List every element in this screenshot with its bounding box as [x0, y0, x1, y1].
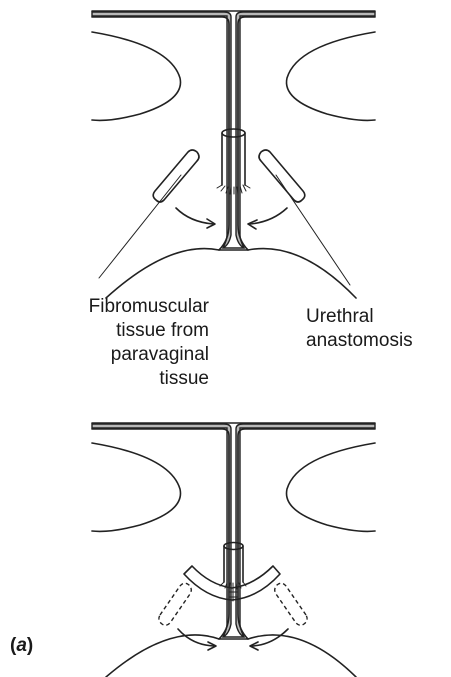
bottom-right-foramen — [287, 443, 376, 531]
bottom-left-dashed-flap — [159, 583, 191, 625]
top-urethra — [217, 129, 250, 194]
bottom-left-foramen — [92, 443, 181, 531]
right-label-line-1: Urethral — [306, 306, 374, 327]
top-right-flap — [259, 150, 305, 202]
top-left-foramen — [92, 32, 181, 120]
top-right-foramen — [287, 32, 376, 120]
bottom-pelvic-arch — [106, 635, 356, 677]
left-label: Fibromuscular tissue from paravaginal ti… — [89, 296, 210, 389]
top-band-lower-right — [238, 17, 375, 250]
top-pelvic-arch — [106, 249, 356, 298]
left-label-line-3: paravaginal — [111, 344, 209, 365]
left-label-line-1: Fibromuscular — [89, 296, 210, 317]
top-diagram — [92, 11, 375, 298]
top-left-flap — [153, 150, 199, 202]
right-leader-line — [276, 175, 350, 285]
top-symphysis-band — [92, 12, 375, 248]
left-label-line-4: tissue — [159, 368, 209, 389]
bottom-right-dashed-flap — [275, 583, 307, 625]
top-band-lower-left — [92, 17, 229, 250]
right-label-line-2: anastomosis — [306, 330, 413, 351]
left-label-line-2: tissue from — [116, 320, 209, 341]
bottom-urethra — [220, 543, 246, 591]
bottom-tissue-wrap — [184, 566, 280, 600]
bottom-band-lower-right — [238, 429, 375, 639]
bottom-symphysis-band — [92, 424, 375, 637]
left-leader-line — [99, 175, 181, 278]
bottom-diagram — [92, 423, 375, 677]
right-label: Urethral anastomosis — [306, 306, 413, 351]
bottom-band-lower-left — [92, 429, 229, 639]
panel-label: (a) — [10, 635, 33, 656]
